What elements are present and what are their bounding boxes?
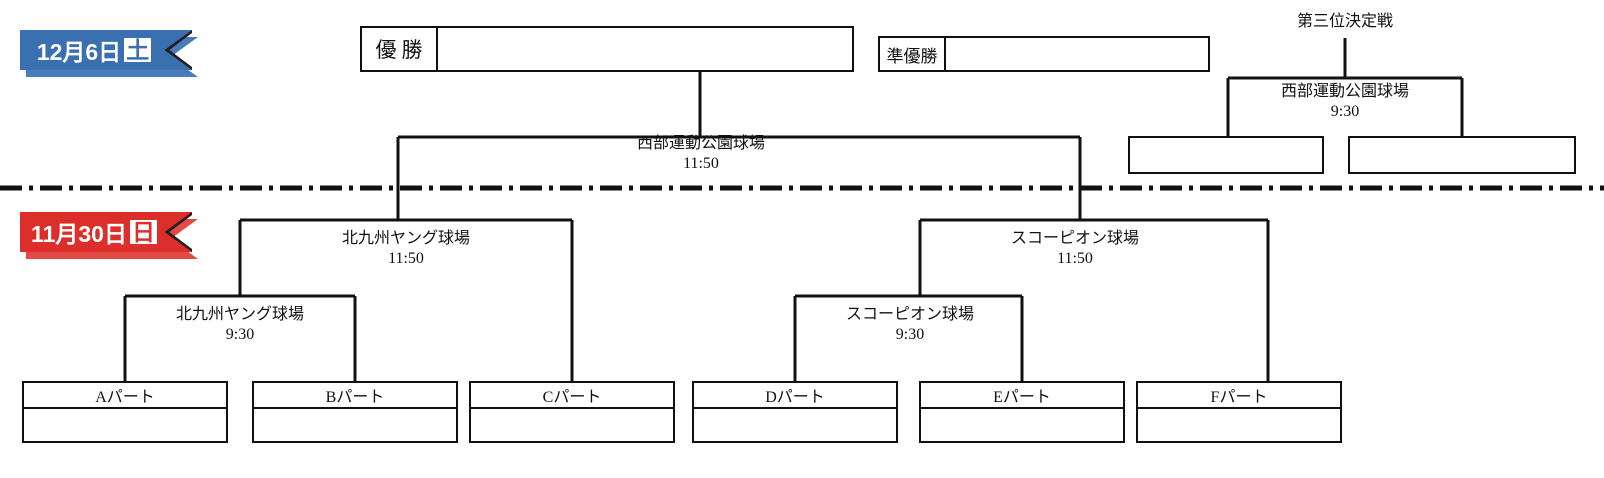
third-place-slot-right[interactable] [1348, 136, 1576, 174]
date-banner-december: 12月6日土 [20, 30, 198, 77]
banner-month-day: 11月30日 [31, 221, 127, 247]
third-place-heading: 第三位決定戦 [1296, 13, 1393, 30]
part-box-e[interactable]: Eパート [919, 381, 1125, 443]
semifinal-left-match-info: 北九州ヤング球場 11:50 [291, 229, 521, 270]
quarterfinal-right-match-info: スコーピオン球場 9:30 [795, 305, 1025, 346]
part-e-entry[interactable] [921, 409, 1123, 467]
semifinal-left-venue: 北九州ヤング球場 [341, 230, 470, 247]
runner-up-label: 準優勝 [878, 36, 946, 72]
part-box-b[interactable]: Bパート [252, 381, 458, 443]
quarterfinal-left-match-info: 北九州ヤング球場 9:30 [125, 305, 355, 346]
banner-month-day: 12月6日 [36, 39, 122, 65]
part-a-entry[interactable] [24, 409, 226, 467]
part-box-c[interactable]: Cパート [469, 381, 675, 443]
quarterfinal-left-time: 9:30 [225, 326, 255, 344]
part-d-label: Dパート [694, 383, 896, 409]
semifinal-right-time: 11:50 [1057, 250, 1093, 268]
banner-label: 12月6日土 [20, 30, 168, 70]
semifinal-right-venue: スコーピオン球場 [1010, 230, 1139, 247]
final-match-info: 西部運動公園球場 11:50 [586, 134, 816, 175]
part-box-d[interactable]: Dパート [692, 381, 898, 443]
banner-label: 11月30日日 [20, 212, 168, 252]
quarterfinal-right-venue: スコーピオン球場 [845, 306, 974, 323]
part-c-label: Cパート [471, 383, 673, 409]
semifinal-right-match-info: スコーピオン球場 11:50 [960, 229, 1190, 270]
part-e-label: Eパート [921, 383, 1123, 409]
part-b-entry[interactable] [254, 409, 456, 467]
runner-up-value-box[interactable] [944, 36, 1210, 72]
quarterfinal-right-time: 9:30 [895, 326, 925, 344]
part-box-a[interactable]: Aパート [22, 381, 228, 443]
date-banner-november: 11月30日日 [20, 212, 198, 259]
champion-value-box[interactable] [436, 26, 854, 72]
final-time: 11:50 [683, 155, 719, 173]
third-place-match-info: 西部運動公園球場 9:30 [1245, 82, 1445, 123]
banner-plate [20, 30, 192, 70]
part-a-label: Aパート [24, 383, 226, 409]
part-d-entry[interactable] [694, 409, 896, 467]
semifinal-left-time: 11:50 [388, 250, 424, 268]
banner-plate [20, 212, 192, 252]
banner-day-of-week: 日 [129, 218, 157, 245]
part-b-label: Bパート [254, 383, 456, 409]
third-place-venue: 西部運動公園球場 [1280, 83, 1409, 100]
third-place-time: 9:30 [1330, 103, 1360, 121]
final-venue: 西部運動公園球場 [636, 135, 765, 152]
part-f-entry[interactable] [1138, 409, 1340, 467]
champion-label: 優勝 [360, 26, 438, 72]
part-box-f[interactable]: Fパート [1136, 381, 1342, 443]
part-f-label: Fパート [1138, 383, 1340, 409]
banner-day-of-week: 土 [124, 36, 152, 63]
part-c-entry[interactable] [471, 409, 673, 467]
third-place-slot-left[interactable] [1128, 136, 1324, 174]
quarterfinal-left-venue: 北九州ヤング球場 [175, 306, 304, 323]
